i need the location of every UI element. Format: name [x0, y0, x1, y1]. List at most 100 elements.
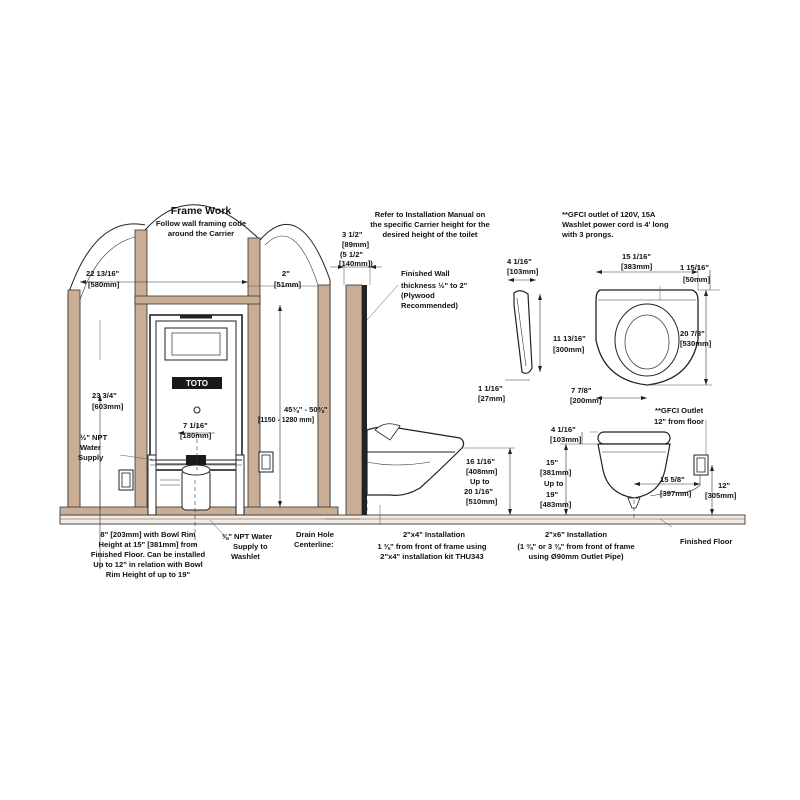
- wall-depth-mm: [89mm]: [342, 240, 369, 249]
- top-half-mm: [200mm]: [570, 396, 602, 405]
- left-stud: [67, 289, 81, 516]
- refer-line1: Refer to Installation Manual on: [375, 210, 486, 219]
- outlet-height-in: 12": [718, 481, 730, 490]
- front-rim-mm: [381mm]: [540, 468, 572, 477]
- wall-depth-alt-in: (5 1/2": [340, 250, 363, 259]
- right-stud: [317, 284, 331, 516]
- top-offset-in: 1 15/16": [680, 263, 709, 272]
- seat-height-mm: [300mm]: [553, 345, 585, 354]
- wall-section: [330, 262, 399, 516]
- wall-depth-alt-mm: [140mm]): [339, 259, 373, 268]
- gfci-note-line1: **GFCI outlet of 120V, 15A: [562, 210, 656, 219]
- supply-line3: Supply: [78, 453, 104, 462]
- bowl-note-line2: Height at 15" [381mm] from: [99, 540, 198, 549]
- install-2x4: 2"x4" Installation: [403, 530, 465, 539]
- gfci-note-line2: Washlet power cord is 4' long: [562, 220, 669, 229]
- framework-note-line2: around the Carrier: [168, 229, 234, 238]
- framework-note-line1: Follow wall framing code: [156, 219, 246, 228]
- top-header: [134, 295, 261, 305]
- outlet-note-line1: **GFCI Outlet: [655, 406, 704, 415]
- front-top-in: 4 1/16": [551, 425, 576, 434]
- inner-right-stud: [247, 237, 261, 516]
- outlet-height-mm: [305mm]: [705, 491, 737, 500]
- top-width-in: 15 1/16": [622, 252, 651, 261]
- brand-label: TOTO: [186, 379, 208, 388]
- bowl-note-line3: Finished Floor. Can be installed: [91, 550, 206, 559]
- framework-dimensions: [80, 280, 360, 565]
- finished-wall-line1: Finished Wall: [401, 269, 450, 278]
- side-rim-in: 16 1/16": [466, 457, 495, 466]
- toilet-top-view: [595, 265, 720, 400]
- drain-line2: Centerline:: [294, 540, 334, 549]
- seat-base-in: 1 1/16": [478, 384, 503, 393]
- wall-framing: [59, 204, 339, 516]
- frame-width-mm: [580mm]: [88, 280, 120, 289]
- outlet-note-line2: 12" from floor: [654, 417, 704, 426]
- gfci-outlet-front: [634, 420, 714, 528]
- front-top-mm: [103mm]: [550, 435, 582, 444]
- carrier-frame: TOTO: [147, 314, 245, 516]
- supply-line1: ½" NPT: [80, 433, 108, 442]
- seat-base-mm: [27mm]: [478, 394, 505, 403]
- front-rim-max-in: 19": [546, 490, 558, 499]
- bowl-note-line1: 8" [203mm] with Bowl Rim: [100, 530, 195, 539]
- side-rim-max-in: 20 1/16": [464, 487, 493, 496]
- frame-center-mm: [180mm]: [180, 431, 212, 440]
- wall-depth-in: 3 1/2": [342, 230, 363, 239]
- washlet-supply-line3: Washlet: [231, 552, 260, 561]
- frame-center-in: 7 1/16": [183, 421, 208, 430]
- side-rim-max-mm: [510mm]: [466, 497, 498, 506]
- frame-height-in: 23 3/4": [92, 391, 117, 400]
- front-rim-in: 15": [546, 458, 558, 467]
- install-2x6-line3: using Ø90mm Outlet Pipe): [529, 552, 624, 561]
- install-2x6-line2: (1 ⅜" or 3 ⅜" from front of frame: [517, 542, 634, 551]
- finished-wall-line3: (Plywood: [401, 291, 435, 300]
- drain-pipe: [181, 469, 211, 511]
- refer-line2: the specific Carrier height for the: [370, 220, 489, 229]
- frame-total-mm: [1150 - 1280 mm]: [258, 417, 314, 424]
- front-rim-upto: Up to: [544, 479, 564, 488]
- supply-line2: Water: [80, 443, 101, 452]
- install-2x4-line2: 1 ⅜" from front of frame using: [377, 542, 486, 551]
- frame-total-in: 45⅜" - 50⅜": [284, 405, 328, 414]
- finished-wall-line4: Recommended): [401, 301, 458, 310]
- outlet-left: [118, 469, 134, 491]
- washlet-supply-line2: Supply to: [233, 542, 268, 551]
- frame-height-mm: [603mm]: [92, 402, 124, 411]
- top-length-in: 20 7/8": [680, 329, 705, 338]
- seat-top-in: 4 1/16": [507, 257, 532, 266]
- toto-badge: [172, 377, 222, 389]
- outlet-offset-in: 15 5/8": [660, 475, 685, 484]
- finished-floor: [59, 514, 746, 525]
- toilet-side-view: [366, 423, 465, 525]
- install-2x4-line3: 2"x4" installation kit THU343: [380, 552, 483, 561]
- top-half-in: 7 7/8": [571, 386, 592, 395]
- refer-line3: desired height of the toilet: [383, 230, 478, 239]
- side-rim-dimension: [462, 447, 515, 515]
- top-offset-mm: [50mm]: [683, 275, 710, 284]
- finished-wall-line2: thickness ½" to 2": [401, 281, 468, 290]
- seat-top-mm: [103mm]: [507, 267, 539, 276]
- gfci-note-line3: with 3 prongs.: [561, 230, 613, 239]
- inner-left-stud: [134, 229, 148, 516]
- stud-depth-mm: [51mm]: [274, 280, 301, 289]
- washlet-supply-line1: ⅜" NPT Water: [222, 532, 272, 541]
- toilet-front-view: [560, 431, 671, 520]
- front-rim-max-mm: [483mm]: [540, 500, 572, 509]
- outlet-offset-mm: [397mm]: [660, 489, 692, 498]
- framework-title: Frame Work: [171, 205, 232, 217]
- bowl-note-line5: Rim Height of up to 19": [106, 570, 191, 579]
- bowl-note-line4: Up to 12" in relation with Bowl: [93, 560, 203, 569]
- seat-side-profile: [505, 278, 542, 381]
- top-length-mm: [530mm]: [680, 339, 712, 348]
- outlet-right: [258, 451, 274, 473]
- stud-depth-in: 2": [282, 269, 290, 278]
- frame-width-in: 22 13/16": [86, 269, 120, 278]
- finished-floor-label: Finished Floor: [680, 537, 732, 546]
- drain-line1: Drain Hole: [296, 530, 334, 539]
- side-rim-mm: [408mm]: [466, 467, 498, 476]
- side-rim-upto: Up to: [470, 477, 490, 486]
- top-width-mm: [383mm]: [621, 262, 653, 271]
- seat-height-in: 11 13/16": [553, 334, 586, 343]
